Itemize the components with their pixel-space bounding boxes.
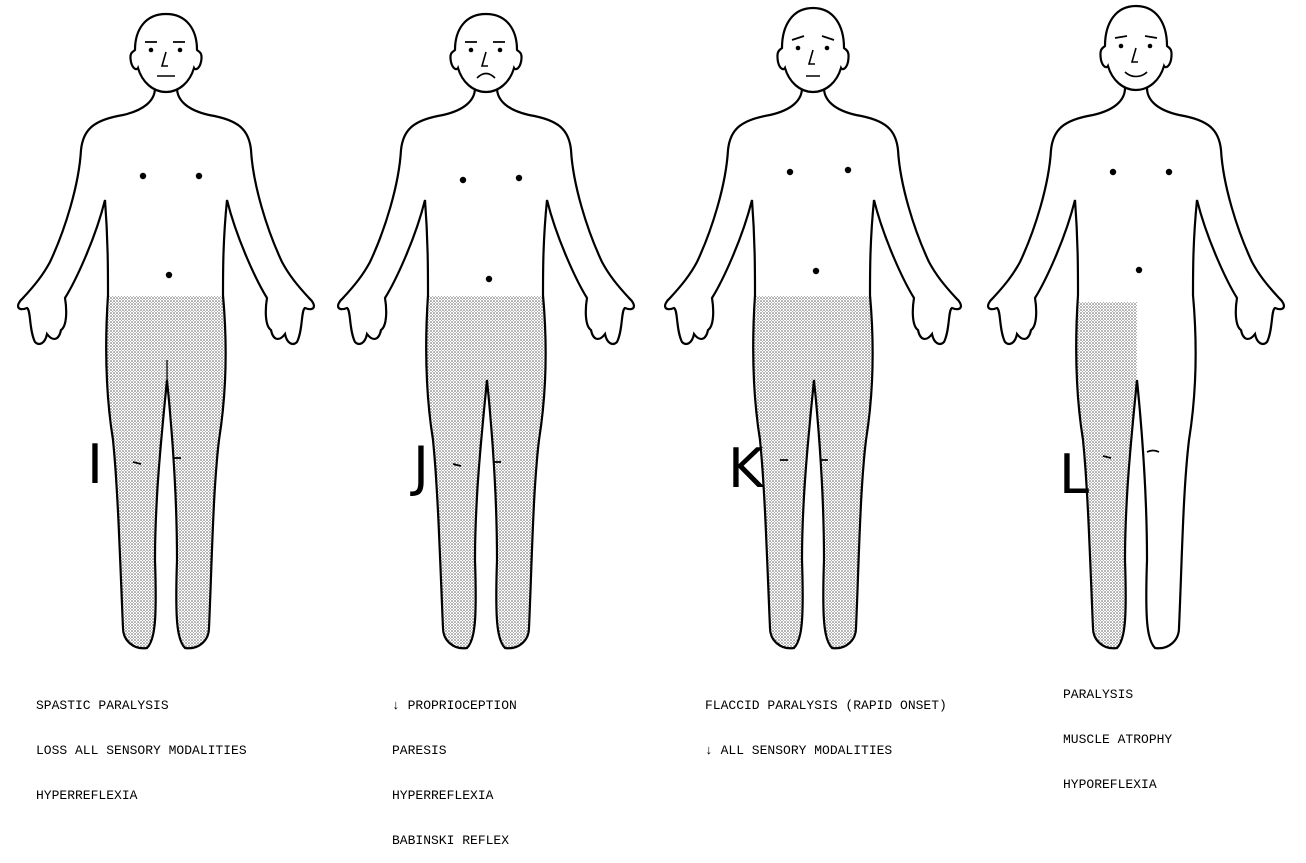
body-outline-k [652, 0, 982, 655]
caption-k: FLACCID PARALYSIS (RAPID ONSET) ↓ ALL SE… [705, 668, 947, 773]
panel-letter: I [87, 438, 103, 492]
caption-line: HYPOREFLEXIA [1063, 777, 1172, 792]
panel-letter: L [1059, 448, 1089, 502]
body-outline-j [325, 0, 655, 655]
caption-line: PARALYSIS [1063, 687, 1172, 702]
caption-l: PARALYSIS MUSCLE ATROPHY HYPOREFLEXIA [1063, 657, 1172, 807]
panel-letter: K [728, 442, 763, 496]
figure-j: J [325, 0, 655, 655]
caption-line: LOSS ALL SENSORY MODALITIES [36, 743, 247, 758]
caption-line: PARESIS [392, 743, 517, 758]
figure-i: I [5, 0, 335, 655]
caption-j: ↓ PROPRIOCEPTION PARESIS HYPERREFLEXIA B… [392, 668, 517, 863]
body-outline-l [975, 0, 1305, 655]
caption-line: FLACCID PARALYSIS (RAPID ONSET) [705, 698, 947, 713]
figure-k: K [652, 0, 982, 655]
body-outline-i [5, 0, 335, 655]
caption-i: SPASTIC PARALYSIS LOSS ALL SENSORY MODAL… [36, 668, 247, 818]
caption-line: HYPERREFLEXIA [392, 788, 517, 803]
caption-line: ↓ ALL SENSORY MODALITIES [705, 743, 947, 758]
caption-line: ↓ PROPRIOCEPTION [392, 698, 517, 713]
caption-line: SPASTIC PARALYSIS [36, 698, 247, 713]
figure-l: L [975, 0, 1305, 655]
panel-letter: J [413, 440, 429, 494]
caption-line: HYPERREFLEXIA [36, 788, 247, 803]
caption-line: BABINSKI REFLEX [392, 833, 517, 848]
caption-line: MUSCLE ATROPHY [1063, 732, 1172, 747]
